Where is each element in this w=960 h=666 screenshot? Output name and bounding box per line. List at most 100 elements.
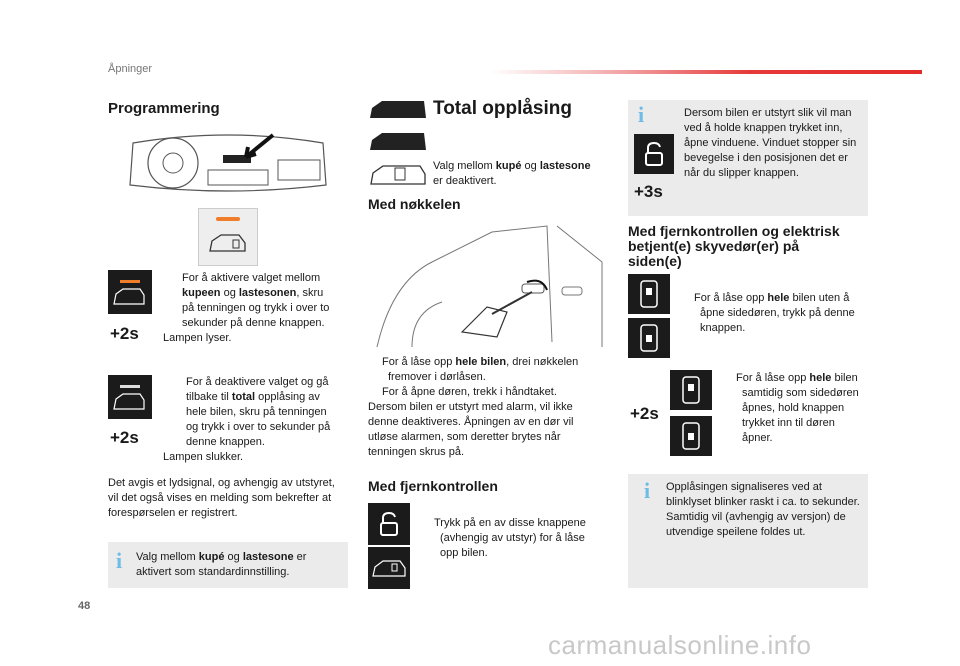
info-box-default: i Valg mellom kupé og lastesone er aktiv… xyxy=(108,542,348,588)
text-bold: kupé xyxy=(495,160,522,172)
text-line: For å låse opp xyxy=(382,356,456,368)
text-line: For å åpne døren, trekk i håndtaket. xyxy=(382,386,557,398)
text-line: trykket inn til døren xyxy=(742,417,835,429)
info-icon: i xyxy=(644,478,651,503)
text-line: åpnes, hold knappen xyxy=(742,402,845,414)
text-line: siden(e) xyxy=(628,253,682,269)
text-line: Lampen lyser. xyxy=(163,332,232,344)
text-line: sekunder på denne knappen. xyxy=(182,317,325,329)
text-line: er xyxy=(293,551,307,563)
text-line: Trykk på en av disse knappene xyxy=(434,517,586,529)
text-line: (avhengig av utstyr) for å låse xyxy=(440,532,585,544)
text-bold: total xyxy=(231,391,256,403)
text-line: åpner. xyxy=(742,432,773,444)
with-key-title: Med nøkkelen xyxy=(368,196,461,212)
text-line: utvendige speilene foldes ut. xyxy=(666,526,806,538)
lock-whole-paragraph: For å låse opp hele bilen uten å åpne si… xyxy=(680,291,870,336)
text-bold: kupé xyxy=(198,551,225,563)
activate-paragraph: For å aktivere valget mellom kupeen og l… xyxy=(163,271,348,346)
text-bold: lastesone xyxy=(242,551,294,563)
text-line: aktivert som standardinnstilling. xyxy=(136,566,290,578)
text-line: betjent(e) skyvedør(er) på xyxy=(628,238,800,254)
remote-unlock-button-icon xyxy=(368,503,410,545)
text-line: Valg mellom xyxy=(433,160,496,172)
text-line: samtidig som sidedøren xyxy=(742,387,859,399)
sliding-door-icon xyxy=(670,416,712,456)
text-line: For å deaktivere valget og gå xyxy=(186,376,329,388)
text-line: , drei nøkkelen xyxy=(506,356,579,368)
text-line: , skru xyxy=(296,287,324,299)
text-line: Opplåsingen signaliseres ved at xyxy=(666,481,822,493)
text-bold: kupeen xyxy=(182,287,221,299)
text-line: Valg mellom xyxy=(136,551,199,563)
sliding-door-icon xyxy=(670,370,712,410)
text-bold: hele xyxy=(767,292,790,304)
text-line: og xyxy=(220,287,239,299)
text-line: For å låse opp xyxy=(736,372,810,384)
text-line: og trykk i over to sekunder på xyxy=(186,421,331,433)
text-line: knappen. xyxy=(700,322,746,334)
info-icon: i xyxy=(638,102,645,127)
text-line: forespørselen er registrert. xyxy=(108,507,238,519)
remote-sliding-door-title: Med fjernkontrollen og elektrisk betjent… xyxy=(628,224,873,269)
text-line: For å aktivere valget mellom xyxy=(182,272,321,284)
text-line: når du slipper knappen. xyxy=(684,167,799,179)
text-line: fremover i dørlåsen. xyxy=(388,371,486,383)
van-unlock-icon xyxy=(628,318,670,358)
signal-paragraph: Det avgis et lydsignal, og avhengig av u… xyxy=(108,476,353,521)
orange-lamp-icon xyxy=(216,217,240,221)
text-line: Samtidig vil (avhengig av versjon) de xyxy=(666,511,846,523)
timer-2s-icon: +2s xyxy=(110,428,139,447)
with-remote-title: Med fjernkontrollen xyxy=(368,478,498,494)
text-line: bilen uten å xyxy=(789,292,850,304)
text-line: Lampen slukker. xyxy=(163,451,244,463)
deactivate-paragraph: For å deaktivere valget og gå tilbake ti… xyxy=(163,375,352,465)
text-line: åpne vinduene. Vinduet stopper sin xyxy=(684,137,857,149)
text-line: For å låse opp xyxy=(694,292,768,304)
text-line: Med fjernkontrollen og elektrisk xyxy=(628,223,840,239)
text-line: Dersom bilen er utstyrt slik vil man xyxy=(684,107,852,119)
text-line: tenningen skrus på. xyxy=(368,446,465,458)
text-line: vil det også vises en melding som bekref… xyxy=(108,492,332,504)
info-box-windows: i +3s Dersom bilen er utstyrt slik vil m… xyxy=(628,100,868,216)
text-line: opp bilen. xyxy=(440,547,488,559)
text-bold: hele bilen xyxy=(455,356,507,368)
section-header: Åpninger xyxy=(108,63,153,75)
header-accent-line xyxy=(490,70,922,74)
text-line: bevegelse i den posisjonen det er xyxy=(684,152,848,164)
text-line: blinklyset blinker raskt i ca. to sekund… xyxy=(666,496,860,508)
text-line: opplåsing av xyxy=(255,391,320,403)
text-line: denne knappen. xyxy=(186,436,265,448)
button-lamp-off-icon xyxy=(108,375,152,419)
timer-2s-icon: +2s xyxy=(630,404,659,423)
timer-2s-icon: +2s xyxy=(110,324,139,343)
text-line: er deaktivert. xyxy=(433,175,497,187)
text-bold: hele xyxy=(809,372,832,384)
text-line: Dersom bilen er utstyrt med alarm, vil i… xyxy=(368,401,573,413)
van-lock-icon xyxy=(209,234,246,252)
programming-title: Programmering xyxy=(108,100,220,117)
key-paragraph: For å låse opp hele bilen, drei nøkkelen… xyxy=(368,355,608,460)
timer-3s-icon: +3s xyxy=(634,182,663,201)
watermark: carmanualsonline.info xyxy=(548,630,812,660)
car-door-key-illustration xyxy=(376,225,603,348)
page-number: 48 xyxy=(78,600,91,612)
text-line: ved å holde knappen trykket inn, xyxy=(684,122,843,134)
remote-van-button-icon xyxy=(368,547,410,589)
unlock-button-icon xyxy=(634,134,674,174)
text-line: bilen xyxy=(831,372,858,384)
lock-open-door-paragraph: For å låse opp hele bilen samtidig som s… xyxy=(722,371,872,446)
van-unlock-icon xyxy=(628,274,670,314)
text-line: denne deaktiveres. Åpningen av en dør vi… xyxy=(368,416,574,428)
remote-paragraph: Trykk på en av disse knappene (avhengig … xyxy=(420,516,600,561)
info-box-signal: i Opplåsingen signaliseres ved at blinkl… xyxy=(628,474,868,588)
text-line: åpne sidedøren, trykk på denne xyxy=(700,307,855,319)
van-silhouette-icon xyxy=(370,101,426,118)
deactivated-text: Valg mellom kupé og lastesone er deaktiv… xyxy=(433,159,623,189)
text-bold: lastesonen xyxy=(238,287,297,299)
van-silhouette-icon xyxy=(370,133,426,150)
lock-button-illustration xyxy=(198,208,258,266)
text-line: hele bilen, skru på tenningen xyxy=(186,406,327,418)
text-line: tilbake til xyxy=(186,391,232,403)
text-line: utløse alarmen, som deretter brytes når xyxy=(368,431,561,443)
